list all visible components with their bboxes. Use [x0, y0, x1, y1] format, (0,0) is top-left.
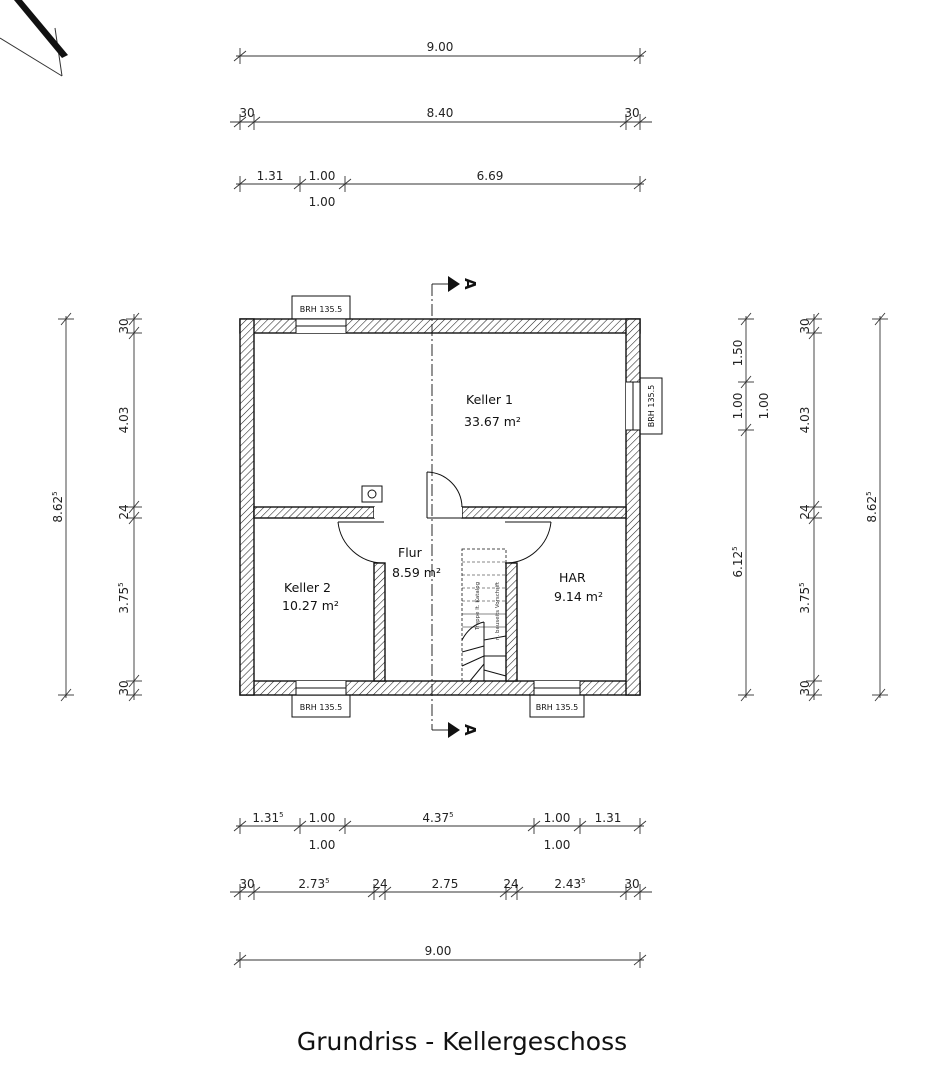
- window-right: BRH 135.5: [626, 377, 663, 435]
- room-name-keller2: Keller 2: [284, 580, 331, 595]
- dim-right-seg-4: 3.755: [798, 582, 812, 613]
- section-arrow-bottom-icon: [448, 722, 460, 738]
- room-name-har: HAR: [559, 570, 586, 585]
- north-arrow-icon: [0, 0, 68, 77]
- dim-left-seg-5: 30: [117, 680, 131, 695]
- dim-right-seg-2: 4.03: [798, 407, 812, 434]
- dim-bottom-row1-below-b: 1.00: [544, 838, 571, 852]
- dim-right-seg-1: 30: [798, 318, 812, 333]
- dim-bottom-row2-f: 2.435: [554, 877, 585, 891]
- dim-left-overall: 8.625: [51, 491, 65, 522]
- dim-bottom-row1-b: 1.00: [309, 811, 336, 825]
- dim-top-overall: 9.00: [427, 40, 454, 54]
- dim-right-seg-5: 30: [798, 680, 812, 695]
- window-top-left: BRH 135.5: [291, 295, 351, 333]
- dim-bottom-row1-e: 1.31: [595, 811, 622, 825]
- room-name-keller1: Keller 1: [466, 392, 513, 407]
- dim-right-inner-beside: 1.00: [757, 393, 771, 420]
- dim-right-inner-1: 1.50: [731, 340, 745, 367]
- room-keller1: Keller 1 33.67 m²: [464, 392, 521, 429]
- section-arrow-top-icon: [448, 276, 460, 292]
- room-name-flur: Flur: [398, 545, 423, 560]
- dim-left-seg-3: 24: [117, 504, 131, 519]
- dim-right-inner-3: 6.125: [731, 546, 745, 577]
- dim-bottom-row1-below-a: 1.00: [309, 838, 336, 852]
- window-label-top-left: BRH 135.5: [300, 305, 343, 314]
- dim-bottom-row1-d: 1.00: [544, 811, 571, 825]
- dim-bottom-row1-a: 1.315: [252, 811, 283, 825]
- door-keller2: [337, 521, 385, 564]
- top-dimensions: 9.00 30 8.40 30 1.31 1.00 6.69 1.00: [230, 40, 652, 209]
- dim-right-seg-3: 24: [798, 504, 812, 519]
- section-line-a: A A: [431, 276, 479, 738]
- dim-right-inner-2: 1.00: [731, 393, 745, 420]
- dim-bottom-row2-b: 2.735: [298, 877, 329, 891]
- room-area-har: 9.14 m²: [554, 589, 603, 604]
- dim-top-row3-b: 1.00: [309, 169, 336, 183]
- dim-bottom-row2-a: 30: [239, 877, 254, 891]
- staircase: Treppe lt. Katalog n. bauseits Vorschrif…: [461, 548, 507, 682]
- door-har: [504, 521, 552, 564]
- building-walls: [239, 318, 641, 696]
- room-area-keller2: 10.27 m²: [282, 598, 339, 613]
- dim-bottom-row2-c: 24: [372, 877, 387, 891]
- room-area-flur: 8.59 m²: [392, 565, 441, 580]
- window-label-bottom-left: BRH 135.5: [300, 703, 343, 712]
- window-bottom-right: BRH 135.5: [529, 681, 585, 718]
- dim-top-row2-c: 30: [624, 106, 639, 120]
- window-label-right: BRH 135.5: [647, 385, 656, 428]
- dim-right-overall: 8.625: [865, 491, 879, 522]
- room-keller2: Keller 2 10.27 m²: [282, 580, 339, 613]
- right-dimensions: 1.50 1.00 6.125 1.00 30 4.03 24 3.755 30…: [731, 312, 888, 702]
- dim-left-seg-2: 4.03: [117, 407, 131, 434]
- dim-top-row3-a: 1.31: [257, 169, 284, 183]
- dim-bottom-row1-c: 4.375: [422, 811, 453, 825]
- dim-bottom-row2-d: 2.75: [432, 877, 459, 891]
- left-dimensions: 8.625 30 4.03 24 3.755 30: [51, 312, 142, 702]
- dim-top-row3-below: 1.00: [309, 195, 336, 209]
- window-label-bottom-right: BRH 135.5: [536, 703, 579, 712]
- dim-left-seg-1: 30: [117, 318, 131, 333]
- stair-note-1: Treppe lt. Katalog: [475, 582, 481, 631]
- dim-top-row3-c: 6.69: [477, 169, 504, 183]
- bottom-dimensions: 1.315 1.00 4.375 1.00 1.31 1.00 1.00 30 …: [230, 811, 652, 968]
- window-bottom-left: BRH 135.5: [291, 681, 351, 718]
- dim-bottom-overall: 9.00: [425, 944, 452, 958]
- room-area-keller1: 33.67 m²: [464, 414, 521, 429]
- section-label-bottom: A: [461, 724, 479, 736]
- dim-top-row2-b: 8.40: [427, 106, 454, 120]
- room-flur: Flur 8.59 m²: [392, 545, 441, 580]
- section-label-top: A: [461, 278, 479, 290]
- stair-note-2: n. bauseits Vorschrift: [495, 581, 501, 640]
- chimney-icon: [361, 485, 383, 503]
- dim-bottom-row2-g: 30: [624, 877, 639, 891]
- drawing-title: Grundriss - Kellergeschoss: [297, 1027, 627, 1056]
- dim-bottom-row2-e: 24: [503, 877, 518, 891]
- dim-left-seg-4: 3.755: [117, 582, 131, 613]
- room-har: HAR 9.14 m²: [554, 570, 603, 604]
- dim-top-row2-a: 30: [239, 106, 254, 120]
- door-keller1: [426, 471, 463, 519]
